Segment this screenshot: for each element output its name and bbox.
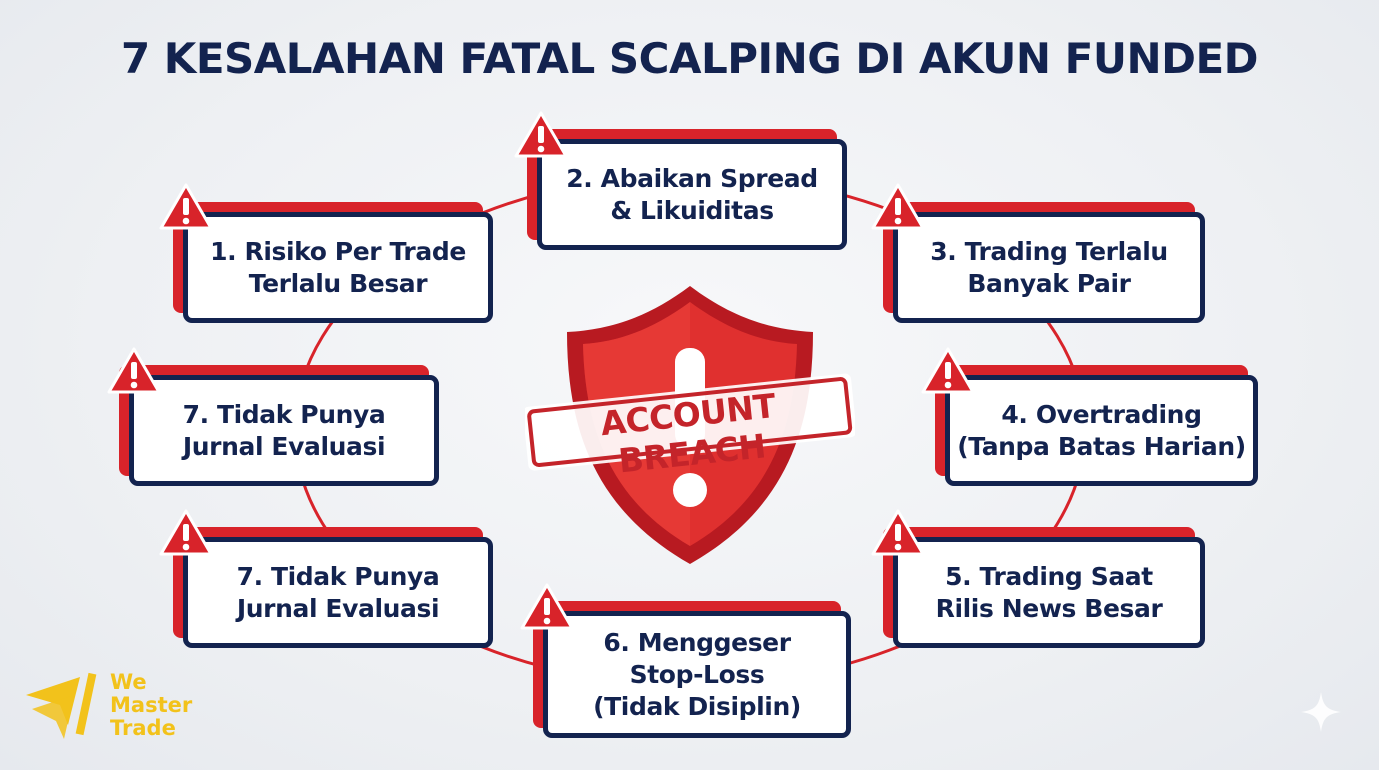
mistake-card-label: 5. Trading Saat Rilis News Besar <box>935 561 1163 623</box>
mistake-card-6: 6. Menggeser Stop-Loss (Tidak Disiplin) <box>533 601 851 738</box>
mistake-card-7a: 7. Tidak Punya Jurnal Evaluasi <box>119 365 439 486</box>
mistake-card-label: 3. Trading Terlalu Banyak Pair <box>930 236 1168 298</box>
warning-icon <box>159 509 213 556</box>
page-title: 7 KESALAHAN FATAL SCALPING DI AKUN FUNDE… <box>120 34 1259 83</box>
mistake-card-label: 2. Abaikan Spread & Likuiditas <box>566 163 818 225</box>
mistake-card-7b: 7. Tidak Punya Jurnal Evaluasi <box>173 527 493 648</box>
warning-icon <box>921 347 975 394</box>
shield-icon <box>525 286 855 564</box>
sparkle-icon <box>1301 692 1341 732</box>
mistake-card-label: 7. Tidak Punya Jurnal Evaluasi <box>236 561 440 623</box>
brand-logo: We Master Trade <box>22 665 192 747</box>
mistake-card-label: 1. Risiko Per Trade Terlalu Besar <box>210 236 466 298</box>
warning-icon <box>514 111 568 158</box>
warning-icon <box>871 509 925 556</box>
warning-icon <box>107 347 161 394</box>
mistake-card-3: 3. Trading Terlalu Banyak Pair <box>883 202 1205 323</box>
wemastertrade-logo-icon <box>26 672 97 739</box>
mistake-card-2: 2. Abaikan Spread & Likuiditas <box>527 129 847 250</box>
warning-icon <box>520 583 574 630</box>
warning-icon <box>871 183 925 230</box>
brand-wordmark: We Master Trade <box>110 670 193 740</box>
mistake-card-label: 6. Menggeser Stop-Loss (Tidak Disiplin) <box>593 627 801 721</box>
mistake-card-4: 4. Overtrading (Tanpa Batas Harian) <box>935 365 1258 486</box>
mistake-card-1: 1. Risiko Per Trade Terlalu Besar <box>173 202 493 323</box>
mistake-card-label: 4. Overtrading (Tanpa Batas Harian) <box>957 399 1246 461</box>
mistake-card-label: 7. Tidak Punya Jurnal Evaluasi <box>182 399 386 461</box>
mistake-card-5: 5. Trading Saat Rilis News Besar <box>883 527 1205 648</box>
warning-icon <box>159 183 213 230</box>
